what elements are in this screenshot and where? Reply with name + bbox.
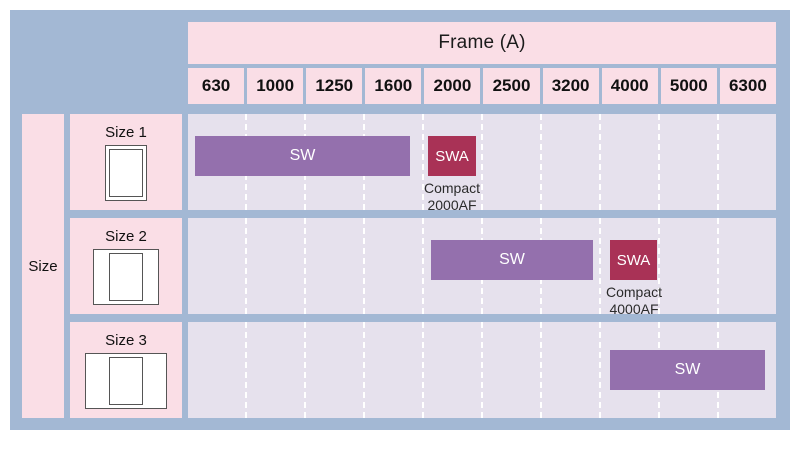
size-row-label-3: Size 3 [105,331,147,349]
enclosure-inner-icon [109,148,143,197]
plot-row-size-1: SW SWA Compact 2000AF [188,114,776,213]
size-row-header-1: Size 1 [70,114,182,210]
size-row-label-2: Size 2 [105,227,147,245]
column-header-1000: 1000 [247,68,304,104]
size-row-header-2: Size 2 [70,218,182,314]
enclosure-inner-icon [109,252,143,301]
column-header-3200: 3200 [542,68,599,104]
bar-swa-size-2[interactable]: SWA [610,240,657,280]
narrow-enclosure-icon [105,144,147,201]
column-header-4000: 4000 [601,68,658,104]
column-header-630: 630 [188,68,245,104]
column-header-2000: 2000 [424,68,481,104]
medium-enclosure-icon [93,248,159,305]
bar-sw-size-2[interactable]: SW [431,240,593,280]
size-axis-label: Size [22,114,64,418]
column-header-2500: 2500 [483,68,540,104]
size-row-label-1: Size 1 [105,123,147,141]
bar-caption-size-2: Compact 4000AF [605,284,663,317]
frame-column-headers: 630 1000 1250 1600 2000 2500 3200 4000 5… [188,68,776,104]
wide-enclosure-icon [85,352,167,409]
bar-sw-size-3[interactable]: SW [610,350,765,390]
bar-sw-size-1[interactable]: SW [195,136,410,176]
column-header-1250: 1250 [306,68,363,104]
column-header-1600: 1600 [365,68,422,104]
enclosure-inner-icon [109,356,143,405]
size-row-header-3: Size 3 [70,322,182,418]
plot-row-size-2: SW SWA Compact 4000AF [188,218,776,317]
frame-axis-title: Frame (A) [188,22,776,64]
bar-swa-size-1[interactable]: SWA [428,136,476,176]
plot-row-size-3: SW [188,322,776,418]
bar-caption-size-1: Compact 2000AF [423,180,481,213]
column-header-6300: 6300 [719,68,776,104]
column-header-5000: 5000 [660,68,717,104]
